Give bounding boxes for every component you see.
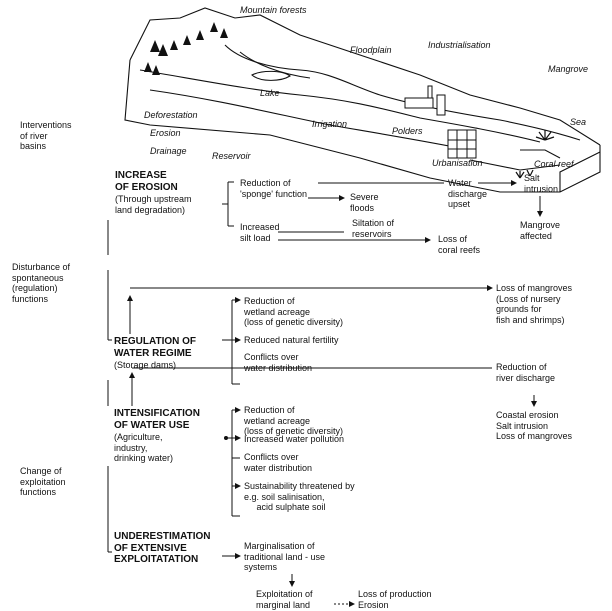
sponge-reduction: Reduction of 'sponge' function (240, 178, 307, 199)
label-reservoir: Reservoir (212, 151, 251, 161)
increased-silt-load: Increased silt load (240, 222, 280, 243)
mangrove-icon (535, 130, 555, 141)
water-use-subtitle: (Agriculture, industry, drinking water) (114, 432, 174, 463)
tree-icons (144, 22, 228, 75)
label-disturbance: Disturbance of spontaneous (regulation) … (12, 262, 71, 304)
water-use-item-sustainability: Sustainability threatened by e.g. soil s… (244, 481, 355, 512)
water-discharge-upset: Water discharge upset (448, 178, 488, 209)
label-drainage: Drainage (150, 146, 187, 156)
river-basin-landscape (124, 7, 601, 193)
water-use-item-pollution: Increased water pollution (244, 434, 345, 444)
severe-floods: Severe floods (350, 192, 379, 213)
label-erosion: Erosion (150, 128, 181, 138)
coral-reef-icon (515, 169, 534, 179)
label-polders: Polders (392, 126, 423, 136)
erosion-title: INCREASE OF EROSION (115, 170, 178, 193)
coastal-effects: Coastal erosion Salt intrusion Loss of m… (496, 410, 573, 441)
label-urbanisation: Urbanisation (432, 158, 483, 168)
loss-of-production: Loss of production Erosion (358, 589, 432, 610)
water-use-item-conflicts: Conflicts over water distribution (244, 452, 313, 473)
label-deforestation: Deforestation (144, 110, 198, 120)
label-lake: Lake (260, 88, 280, 98)
erosion-subtitle: (Through upstream land degradation) (115, 194, 192, 215)
label-coral-reef: Coral reef (534, 159, 574, 169)
industrial-buildings-icon (404, 85, 446, 116)
label-industrialisation: Industrialisation (428, 40, 491, 50)
siltation-reservoirs: Siltation of reservoirs (352, 218, 395, 239)
label-irrigation: Irrigation (312, 119, 348, 129)
extensive-title: UNDERESTIMATION OF EXTENSIVE EXPLOITATAT… (114, 531, 211, 565)
label-floodplain: Floodplain (350, 45, 392, 55)
label-sea: Sea (570, 117, 587, 127)
label-mangrove: Mangrove (548, 64, 589, 74)
exploitation-marginal-land: Exploitation of marginal land (256, 589, 313, 610)
reduction-river-discharge: Reduction of river discharge (496, 362, 556, 383)
marginalisation: Marginalisation of traditional land - us… (244, 541, 326, 572)
label-change: Change of exploitation functions (20, 466, 66, 497)
regulation-title: REGULATION OF WATER REGIME (114, 336, 197, 359)
urban-buildings-icon (447, 129, 477, 159)
regulation-subtitle: (Storage dams) (114, 360, 177, 370)
flow-lines (107, 180, 543, 607)
water-use-title: INTENSIFICATION OF WATER USE (114, 408, 200, 431)
label-interventions: Interventions of river basins (20, 120, 72, 151)
loss-coral-reefs: Loss of coral reefs (438, 234, 481, 255)
regulation-item-fertility: Reduced natural fertility (244, 335, 339, 345)
mangrove-affected: Mangrove affected (520, 220, 561, 241)
regulation-item-wetland: Reduction of wetland acreage (loss of ge… (244, 296, 344, 327)
label-mountain-forests: Mountain forests (240, 5, 307, 15)
regulation-item-conflicts: Conflicts over water distribution (244, 352, 313, 373)
salt-intrusion: Salt intrusion (524, 173, 559, 194)
water-use-item-wetland: Reduction of wetland acreage (loss of ge… (244, 405, 344, 436)
loss-of-mangroves: Loss of mangroves (Loss of nursery groun… (496, 283, 573, 325)
